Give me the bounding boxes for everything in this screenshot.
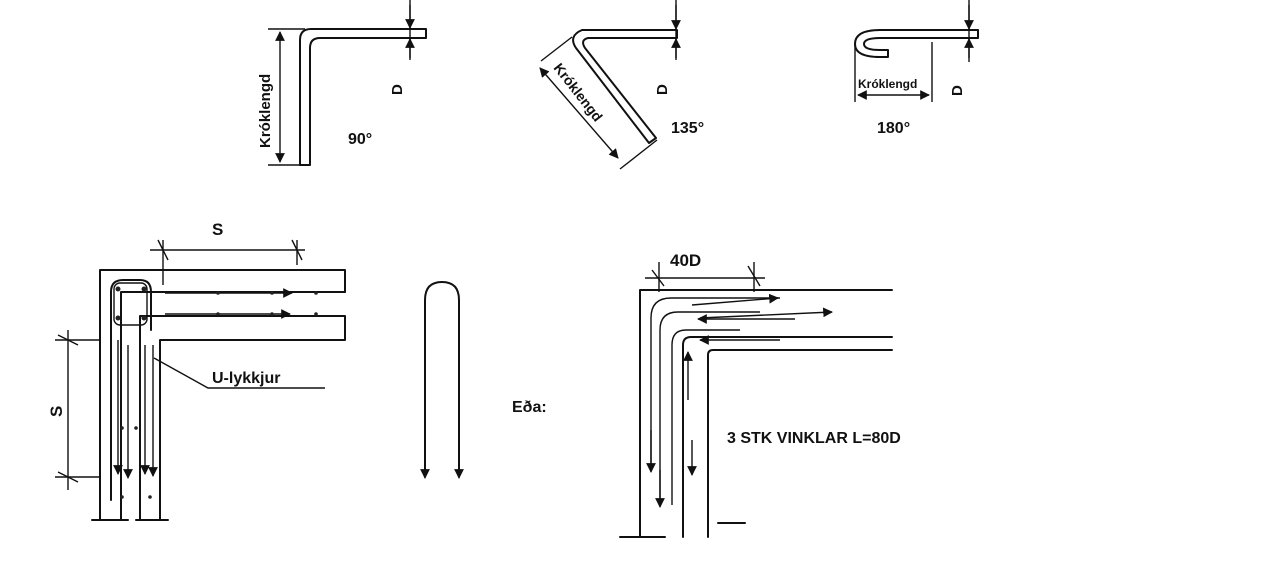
angle-bar-1 <box>650 297 780 470</box>
u-loop-bar <box>110 279 152 501</box>
hook-135-extension-a <box>540 36 573 62</box>
or-label: Eða: <box>512 399 547 416</box>
u-bar-leader <box>153 357 325 389</box>
inner-leg-right <box>707 349 893 538</box>
rebar-dot <box>216 291 220 295</box>
hook-90-figure: Króklengd D 90° <box>257 0 427 166</box>
inner-wall-outline <box>120 291 346 521</box>
rebar-dot <box>314 312 318 316</box>
corner-detail-u-bars: S S U-lykkjur <box>47 220 346 521</box>
hook-135-length-dimension <box>539 67 619 159</box>
hook-180-figure: Króklengd D 180° <box>854 0 979 137</box>
right-horizontal-bar-2 <box>699 307 833 319</box>
u-bar-label: U-lykkjur <box>212 370 280 387</box>
inner-leg-wall <box>139 315 346 521</box>
hook-135-angle-label: 135° <box>671 120 704 137</box>
hook-90-angle-label: 90° <box>348 131 372 148</box>
outer-wall-outline <box>99 269 346 521</box>
angle-bar-3 <box>671 329 740 505</box>
hook-135-bar-outer <box>572 29 678 144</box>
lap-length-label: 40D <box>670 251 701 270</box>
standalone-u-bar-outline <box>424 281 460 477</box>
rebar-dot <box>120 426 124 430</box>
lap-dim-tick-left <box>651 269 665 287</box>
rebar-dot <box>148 495 152 499</box>
spacing-left-label: S <box>47 406 66 417</box>
u-loop-corner <box>113 282 148 326</box>
hook-180-bar-outer <box>854 29 979 58</box>
hook-135-extension-b <box>619 139 658 170</box>
inner-wall-outline-right <box>682 336 893 538</box>
hook-135-diameter-label: D <box>654 84 671 95</box>
angle-bar-2 <box>659 311 760 505</box>
hook-180-angle-label: 180° <box>877 120 910 137</box>
rebar-dot <box>270 312 274 316</box>
hook-180-length-label: Króklengd <box>858 77 917 91</box>
rebar-dot <box>314 291 318 295</box>
rebar-dot <box>120 495 124 499</box>
hook-90-length-label: Króklengd <box>257 74 274 148</box>
rebar-dot <box>141 286 147 292</box>
rebar-dot <box>270 291 274 295</box>
angle-bars-note: 3 STK VINKLAR L=80D <box>727 430 901 447</box>
rebar-dot <box>216 312 220 316</box>
hook-90-diameter-label: D <box>389 84 406 95</box>
standalone-u-bar <box>420 281 464 479</box>
rebar-dot <box>115 286 121 292</box>
rebar-dot <box>134 426 138 430</box>
hook-90-bar-outer <box>299 28 427 166</box>
corner-detail-angle-bars: 40D 3 STK VINKLAR L=80D <box>619 251 901 538</box>
right-horizontal-bar-1 <box>691 293 779 306</box>
hook-135-length-label: Króklengd <box>551 60 606 124</box>
rebar-dot <box>141 315 147 321</box>
spacing-top-label: S <box>212 220 223 239</box>
outer-wall-outline-right <box>639 289 893 538</box>
rebar-dot <box>115 315 121 321</box>
hook-180-diameter-label: D <box>949 85 966 96</box>
hook-135-figure: Króklengd D 135° <box>539 0 704 170</box>
